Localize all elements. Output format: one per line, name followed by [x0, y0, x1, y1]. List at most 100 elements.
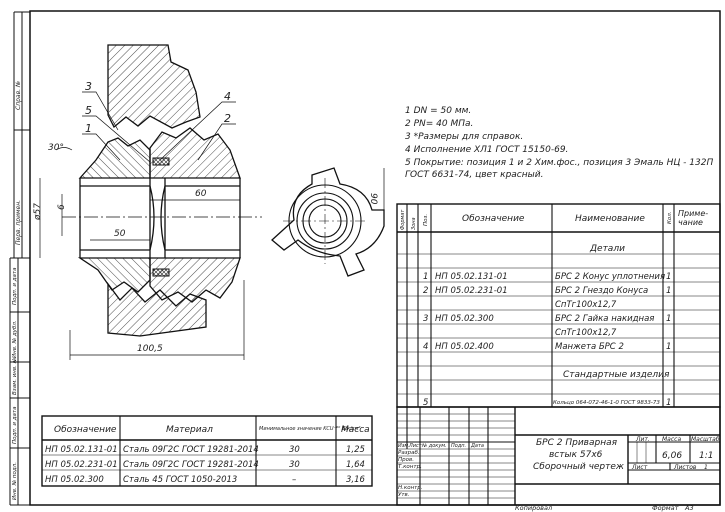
- tb-role-norm: Н.контр.: [398, 485, 423, 491]
- dim-diameter-57: ø57: [33, 203, 43, 221]
- mat-r3-material: Сталь 45 ГОСТ 1050-2013: [123, 475, 237, 485]
- margin-sign-date-1: Подп. и дата: [12, 267, 18, 305]
- mat-h-kcu: Минимальное значение KCU⁻⁶⁰ Дж/см²: [259, 426, 360, 432]
- section-view: ø57 6 50 60 100,5 30° 3 5 1 4 2: [33, 44, 262, 360]
- spec-r1-name: БРС 2 Конус уплотнения: [555, 272, 665, 282]
- mat-r3-mass: 3,16: [346, 475, 366, 485]
- margin-repl-no: Взам. инв. №: [12, 357, 18, 395]
- footer-format: Формат: [652, 504, 679, 512]
- footer-format-value: А3: [684, 504, 694, 512]
- tb-sheet-label: Лист: [631, 464, 648, 471]
- tb-title-1: БРС 2 Приварная: [536, 438, 618, 448]
- note-3: 3 *Размеры для справок.: [405, 132, 523, 142]
- tb-mass-label: Масса: [662, 436, 681, 443]
- spec-r3-qty: 1: [666, 314, 671, 324]
- cone-bottom-section: [77, 257, 151, 293]
- dim-50: 50: [114, 229, 126, 239]
- tb-role-appr: Утв.: [398, 492, 410, 498]
- callout-4: 4: [224, 90, 231, 103]
- margin-orig-no: Инв. № подл.: [12, 462, 18, 500]
- note-1: 1 DN = 50 мм.: [405, 106, 471, 116]
- mat-r1-material: Сталь 09Г2С ГОСТ 19281-2014: [123, 445, 259, 455]
- spec-r3-name: БРС 2 Гайка накидная: [555, 314, 654, 324]
- spec-h-pos: Поз.: [423, 214, 429, 226]
- tb-col-date: Дата: [470, 443, 484, 449]
- note-2: 2 PN= 40 МПа.: [405, 119, 473, 129]
- spec-h-zone: Зона: [411, 217, 417, 230]
- tb-col-sign: Подп.: [451, 443, 466, 449]
- mat-r1-kcu: 30: [289, 445, 300, 455]
- spec-h-designation: Обозначение: [462, 214, 525, 224]
- mat-h-material: Материал: [166, 425, 213, 435]
- margin-dup-no: Инв. № дубл.: [12, 320, 18, 358]
- spec-r5-name: Кольцо 064-072-46-1-0 ГОСТ 9833-73: [553, 400, 660, 406]
- callout-1: 1: [85, 122, 92, 135]
- spec-r4-designation: НП 05.02.400: [435, 342, 494, 352]
- spec-r1-pos: 1: [423, 272, 428, 282]
- tb-title-2: встык 57х6: [549, 450, 603, 460]
- spec-r5-pos: 5: [423, 398, 428, 408]
- spec-r3-thread: СпТг100х12,7: [555, 328, 617, 338]
- tb-role-dev: Разраб.: [398, 450, 420, 456]
- mat-r3-designation: НП 05.02.300: [45, 475, 104, 485]
- spec-r3-pos: 3: [423, 314, 428, 324]
- tb-role-tech: Т.контр.: [398, 464, 422, 470]
- tb-title-3: Сборочный чертеж: [533, 462, 625, 472]
- spec-r1-designation: НП 05.02.131-01: [435, 272, 508, 282]
- title-block: Изм. Лист № докум. Подп. Дата Разраб. Пр…: [396, 406, 721, 506]
- nut-bottom-section: [107, 282, 207, 337]
- dim-angle-30: 30°: [48, 143, 64, 153]
- dim-60: 60: [195, 189, 207, 199]
- spec-table: Формат Зона Поз. Обозначение Наименовани…: [396, 203, 721, 408]
- mat-r2-mass: 1,64: [346, 460, 365, 470]
- socket-top-section: [149, 127, 241, 179]
- margin-ref-no: Справ. №: [15, 81, 22, 110]
- tb-col-sheet: Лист: [408, 443, 423, 449]
- tb-col-docno: № докум.: [421, 443, 447, 449]
- spec-r4-pos: 4: [423, 342, 428, 352]
- technical-notes: 1 DN = 50 мм. 2 PN= 40 МПа. 3 *Размеры д…: [405, 106, 713, 180]
- spec-r2-name: БРС 2 Гнездо Конуса: [555, 286, 648, 296]
- note-5-cont: ГОСТ 6631-74, цвет красный.: [405, 170, 543, 180]
- dim-100-5: 100,5: [137, 344, 163, 354]
- tb-scale-label: Масштаб: [691, 436, 720, 443]
- tb-sheets-label: Листов: [673, 464, 697, 471]
- spec-r2-pos: 2: [423, 286, 428, 296]
- note-4: 4 Исполнение ХЛ1 ГОСТ 15150-69.: [405, 145, 568, 155]
- end-view: 90: [271, 167, 385, 277]
- callout-5: 5: [85, 104, 92, 117]
- spec-h-name: Наименование: [575, 214, 645, 224]
- tb-scale-value: 1:1: [699, 451, 713, 461]
- mat-r2-designation: НП 05.02.231-01: [45, 460, 118, 470]
- callout-2: 2: [224, 112, 231, 125]
- seal-ring-top: [152, 157, 170, 166]
- spec-r5-qty: 1: [666, 398, 671, 408]
- dim-6: 6: [57, 204, 67, 210]
- spec-r2-thread: СпТг100х12,7: [555, 300, 617, 310]
- mat-r2-kcu: 30: [289, 460, 300, 470]
- mat-r2-material: Сталь 09Г2С ГОСТ 19281-2014: [123, 460, 259, 470]
- tb-sheets-value: 1: [704, 464, 708, 471]
- spec-section-standard: Стандартные изделия: [563, 370, 670, 380]
- mat-h-mass: Масса: [341, 425, 370, 435]
- spec-r1-qty: 1: [666, 272, 671, 282]
- socket-bottom-section: [149, 257, 241, 303]
- tb-lit-label: Лит.: [635, 436, 650, 443]
- left-margin: Справ. № Перв. примен. Подп. и дата Инв.…: [9, 11, 30, 506]
- spec-r2-designation: НП 05.02.231-01: [435, 286, 508, 296]
- cone-top-section: [78, 137, 151, 179]
- dim-90: 90: [368, 193, 378, 205]
- spec-h-note: Приме-чание: [678, 209, 708, 227]
- spec-h-qty: Кол.: [667, 211, 673, 224]
- spec-r4-name: Манжета БРС 2: [555, 342, 624, 352]
- spec-r3-designation: НП 05.02.300: [435, 314, 494, 324]
- spec-section-details: Детали: [589, 244, 625, 254]
- mat-r1-designation: НП 05.02.131-01: [45, 445, 118, 455]
- seal-ring-bottom: [152, 268, 170, 277]
- tb-role-check: Пров.: [398, 457, 414, 463]
- margin-first-use: Перв. примен.: [15, 200, 22, 245]
- mat-r3-kcu: –: [292, 475, 296, 485]
- spec-h-format: Формат: [400, 209, 406, 230]
- nut-top-section: [107, 44, 201, 129]
- spec-r4-qty: 1: [666, 342, 671, 352]
